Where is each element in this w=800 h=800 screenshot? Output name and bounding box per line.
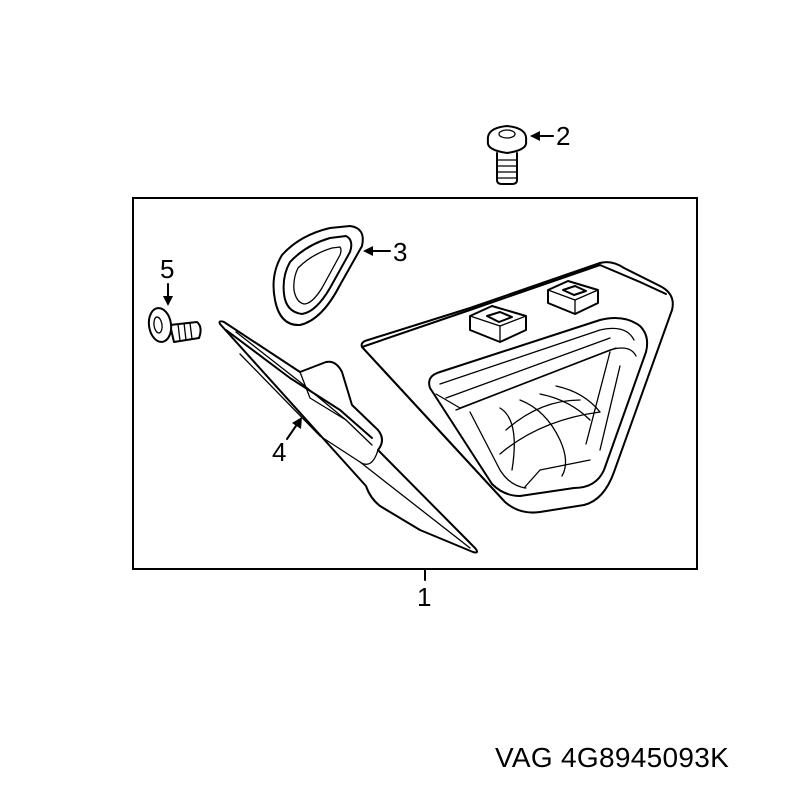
assembly-frame (132, 197, 698, 570)
arrow-3 (363, 246, 373, 256)
arrow-2 (530, 131, 540, 141)
callout-3: 3 (393, 237, 407, 267)
callout-5: 5 (160, 254, 174, 284)
callout-4: 4 (272, 437, 286, 467)
arrow-4 (292, 417, 302, 429)
part-1-lamp (360, 261, 674, 514)
part-number-label: VAG 4G8945093K (495, 742, 730, 773)
part-3-gasket (272, 225, 364, 327)
part-4-trim (218, 320, 479, 554)
callout-2: 2 (556, 121, 570, 151)
part-5-screw (147, 307, 202, 343)
part-2-screw (486, 125, 528, 185)
callout-1: 1 (417, 582, 431, 612)
arrow-5 (163, 296, 173, 306)
